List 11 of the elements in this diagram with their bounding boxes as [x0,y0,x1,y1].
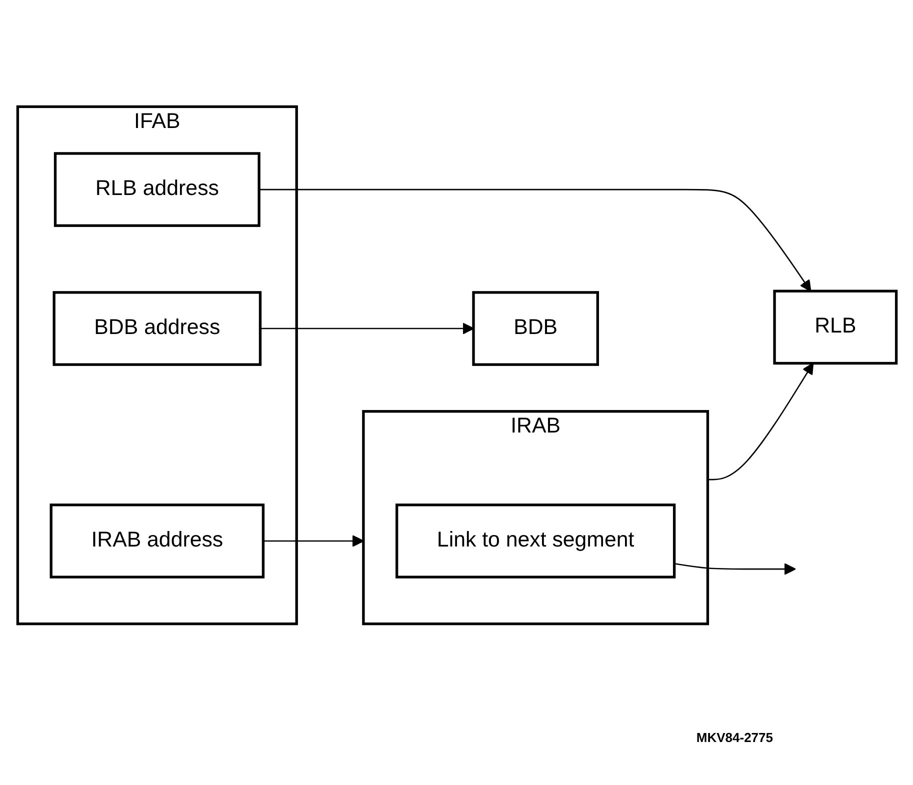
node-box: BDB [472,290,598,366]
node-box: BDB address [52,290,262,366]
arrow [707,362,814,480]
node-box: Link to next segment [395,503,676,578]
arrow [674,562,796,575]
node-box: IRAB address [49,503,264,578]
node-box: RLB [772,290,898,364]
arrow [262,534,364,547]
node-box: RLB address [53,152,260,227]
arrow [258,188,811,292]
figure-number: MKV84-2775 [695,730,773,745]
